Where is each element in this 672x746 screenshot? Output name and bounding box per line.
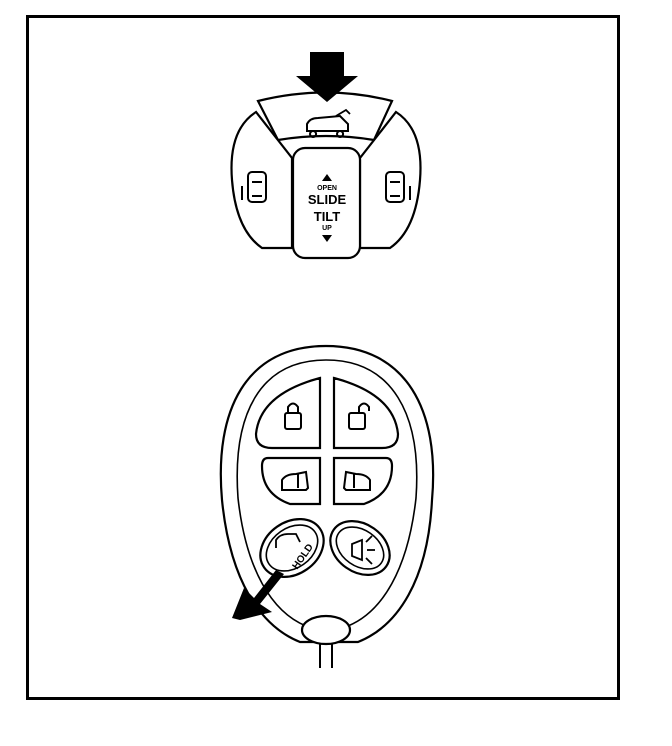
panic-horn-icon (351, 535, 375, 565)
lock-icon (284, 402, 302, 430)
left-sliding-door-button[interactable] (230, 110, 294, 250)
panic-button[interactable] (320, 510, 400, 586)
right-door-van-icon (342, 470, 371, 491)
down-arrow-pointer (296, 52, 358, 102)
key-fob (219, 344, 435, 646)
up-triangle-icon (322, 174, 332, 181)
liftgate-van-icon (306, 114, 349, 138)
up-label: UP (322, 225, 332, 232)
hold-van-icon (275, 533, 301, 548)
open-label: OPEN (317, 185, 337, 192)
right-door-van-button[interactable] (332, 456, 394, 506)
liftgate-button[interactable] (256, 91, 394, 142)
left-door-van-icon (281, 470, 310, 491)
right-sliding-door-icon (385, 171, 411, 203)
overhead-console (230, 91, 422, 260)
down-triangle-icon (322, 235, 332, 242)
lanyard (319, 644, 333, 668)
hold-liftgate-button[interactable] (249, 507, 335, 589)
unlock-icon (348, 402, 370, 430)
unlock-button[interactable] (332, 376, 400, 450)
key-ring-hole (300, 614, 352, 646)
slide-tilt-button[interactable] (291, 146, 362, 260)
tilt-label: TILT (314, 209, 341, 224)
diagonal-arrow-pointer (232, 570, 284, 620)
left-sliding-door-icon (241, 171, 267, 203)
slide-label: SLIDE (308, 192, 347, 207)
left-door-van-button[interactable] (260, 456, 322, 506)
right-sliding-door-button[interactable] (358, 110, 422, 250)
